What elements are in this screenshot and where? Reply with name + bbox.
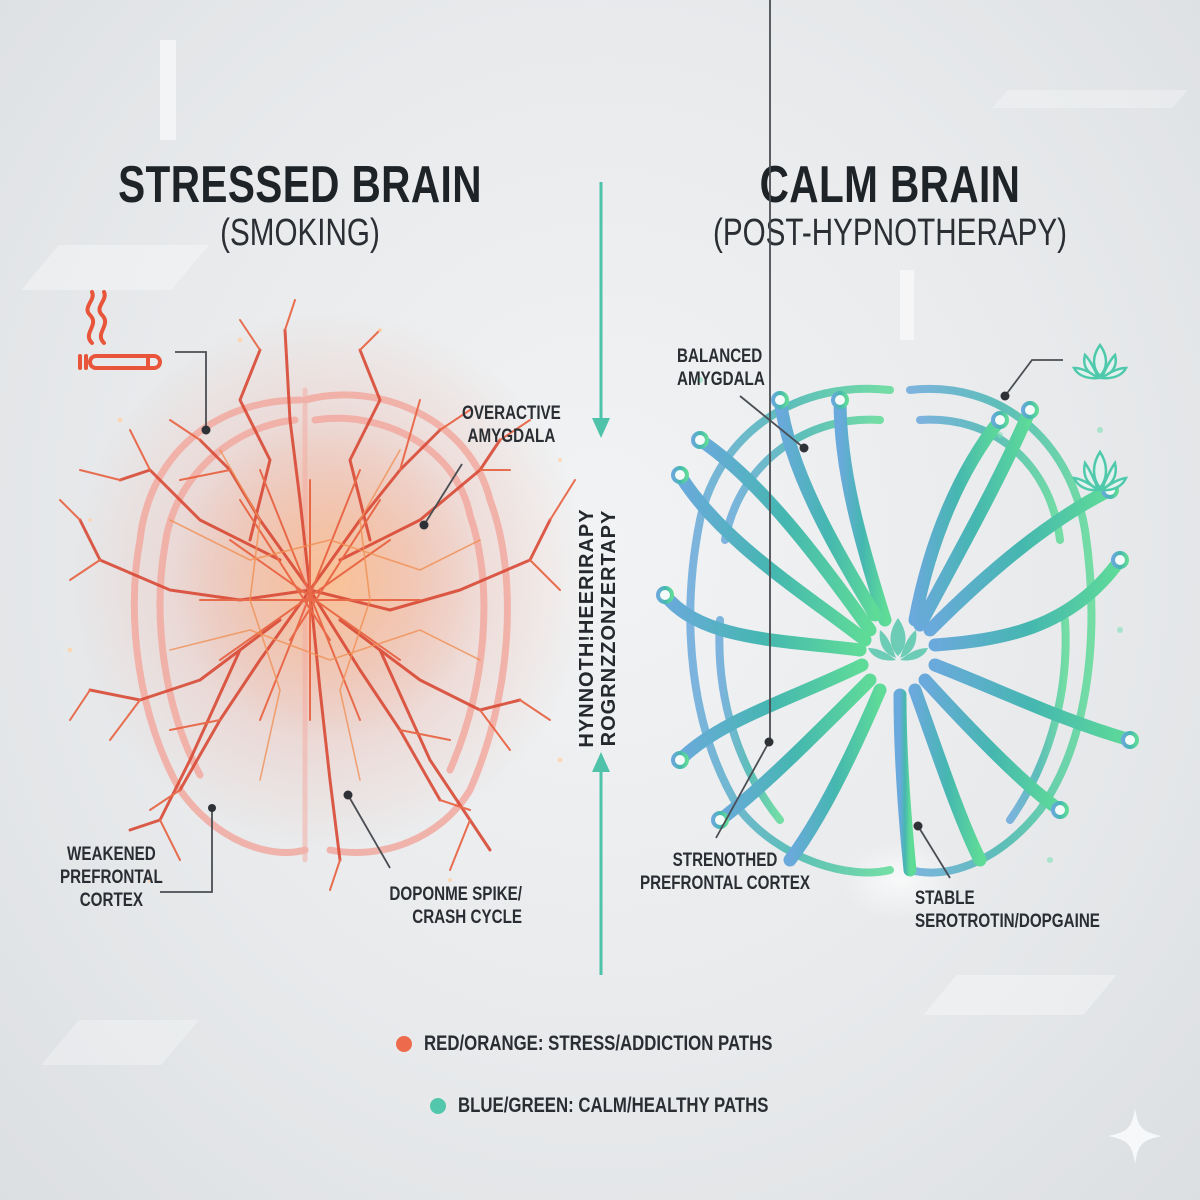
- calm-brain: [656, 377, 1139, 920]
- red-dot-icon: [396, 1036, 412, 1052]
- label-stable-neurotransmitters: STABLE SEROTROTIN/DOPGAINE: [915, 888, 1100, 932]
- background-bar: [900, 270, 914, 340]
- background-bar: [160, 40, 176, 140]
- legend-item-calm: BLUE/GREEN: CALM/HEALTHY PATHS: [430, 1094, 846, 1118]
- lotus-icon-middle: [1071, 449, 1129, 492]
- left-subtitle: (SMOKING): [220, 212, 380, 254]
- right-leader-lines: [715, 0, 1063, 879]
- stressed-brain: [59, 299, 590, 891]
- left-leader-lines: [160, 351, 463, 893]
- center-divider: [592, 182, 610, 975]
- cigarette-icon: [78, 290, 162, 370]
- label-strengthened-prefrontal-cortex: STRENOTHED PREFRONTAL CORTEX: [640, 850, 811, 894]
- label-balanced-amygdala: BALANCED AMYGDALA: [677, 346, 765, 390]
- amygdala-marker: [201, 425, 211, 435]
- legend-label-stress: RED/ORANGE: STRESS/ADDICTION PATHS: [424, 1032, 773, 1055]
- lotus-icon-top: [1071, 342, 1129, 380]
- arrow-up-icon: [592, 752, 610, 772]
- lotus-icon: [868, 618, 928, 661]
- label-dopamine-cycle: DOPONME SPIKE/ CRASH CYCLE: [389, 884, 522, 928]
- label-weakened-prefrontal-cortex: WEAKENED PREFRONTAL CORTEX: [60, 844, 163, 911]
- label-overactive-amygdala: OVERACTIVE AMYGDALA: [462, 403, 561, 447]
- vertical-hypnotherapy-text: HYNNOTH!HEERIRAPY ROGRNZZONZERTAPY: [576, 508, 620, 748]
- right-title: CALM BRAIN: [759, 156, 1021, 214]
- right-subtitle: (POST-HYPNOTHERAPY): [712, 212, 1068, 254]
- arrow-down-icon: [592, 418, 610, 438]
- left-title: STRESSED BRAIN: [118, 156, 482, 214]
- sparkle-icon: [1108, 1108, 1162, 1164]
- legend-label-calm: BLUE/GREEN: CALM/HEALTHY PATHS: [458, 1094, 769, 1117]
- legend-item-stress: RED/ORANGE: STRESS/ADDICTION PATHS: [396, 1032, 860, 1056]
- teal-dot-icon: [430, 1098, 446, 1114]
